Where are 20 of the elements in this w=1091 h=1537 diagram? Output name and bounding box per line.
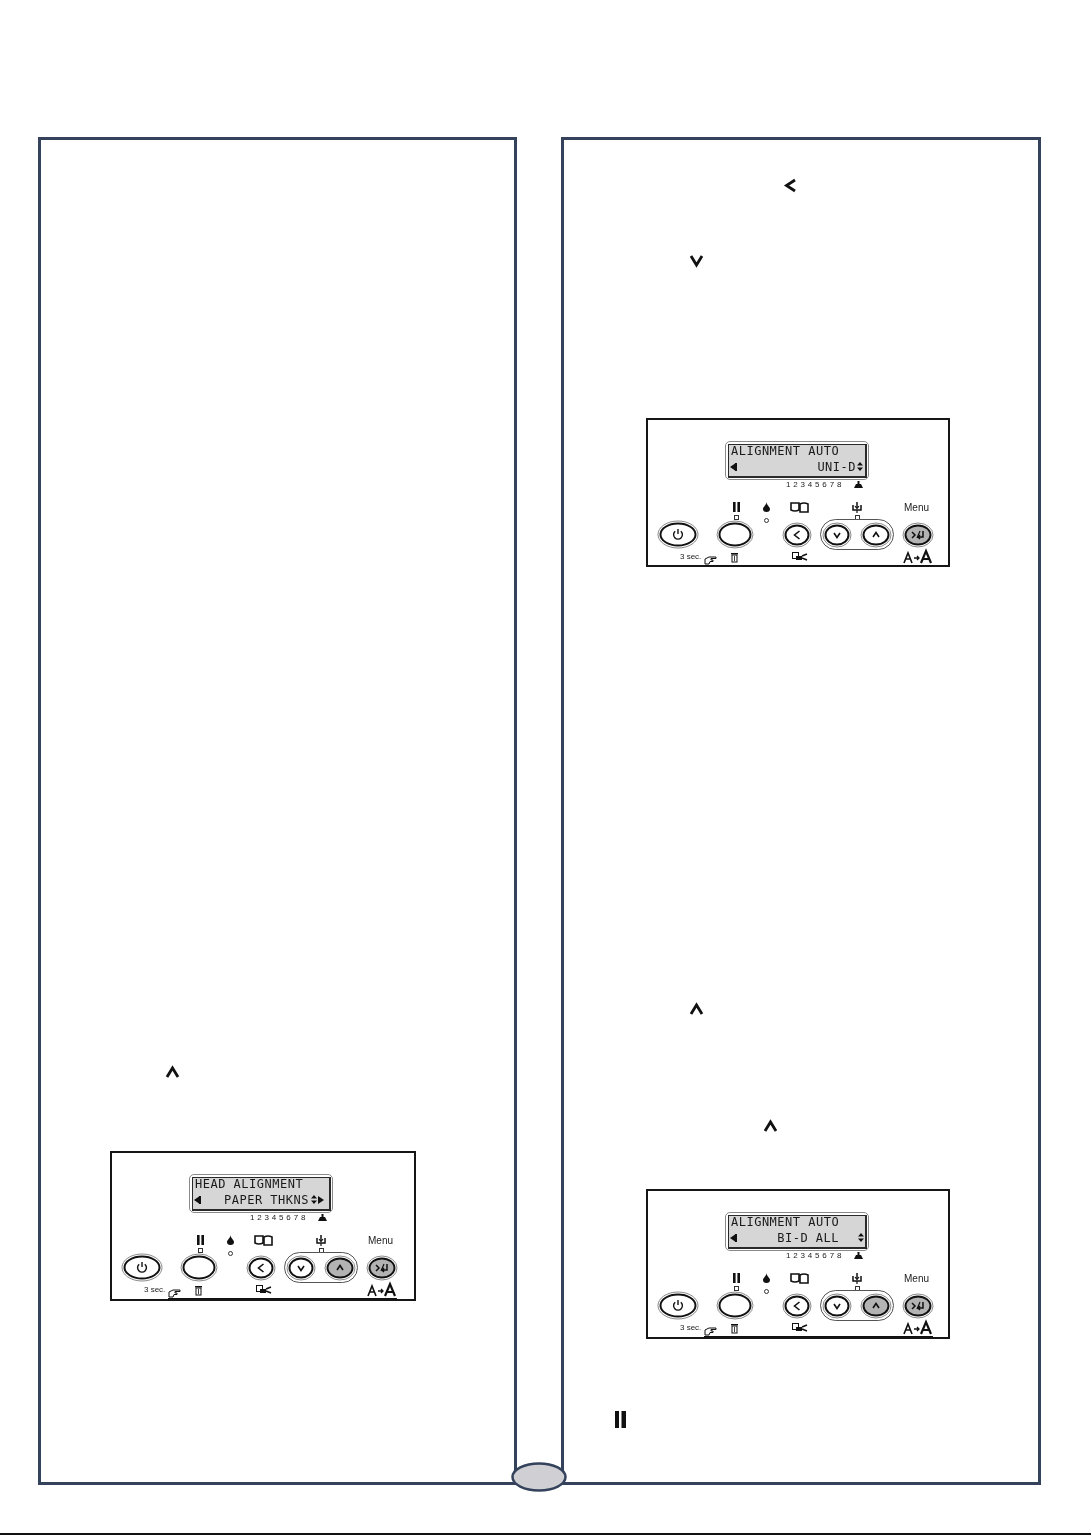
display-text: PAPER THKNS [224,1194,309,1207]
column-frame [561,137,1041,1485]
button-caption: Menu [368,1236,393,1246]
hold-time-caption: 3 sec. [680,553,702,561]
hold-time-caption: 3 sec. [680,1324,702,1332]
display-text: ALIGNMENT AUTO [731,1215,840,1229]
control-panel [646,418,950,567]
button-caption: Menu [904,503,929,513]
lcd-screen [725,441,869,480]
display-text: BI-D ALL [777,1232,839,1245]
display-text: ALIGNMENT AUTO [731,444,840,458]
hold-time-caption: 3 sec. [144,1286,166,1294]
control-panel [110,1151,416,1301]
control-panel [646,1189,950,1339]
button-caption: Menu [904,1274,929,1284]
lcd-screen [725,1212,869,1251]
column-frame [38,137,517,1485]
display-text: HEAD ALIGNMENT [195,1177,304,1191]
display-text: UNI-D [817,461,856,474]
lcd-screen [189,1174,333,1213]
